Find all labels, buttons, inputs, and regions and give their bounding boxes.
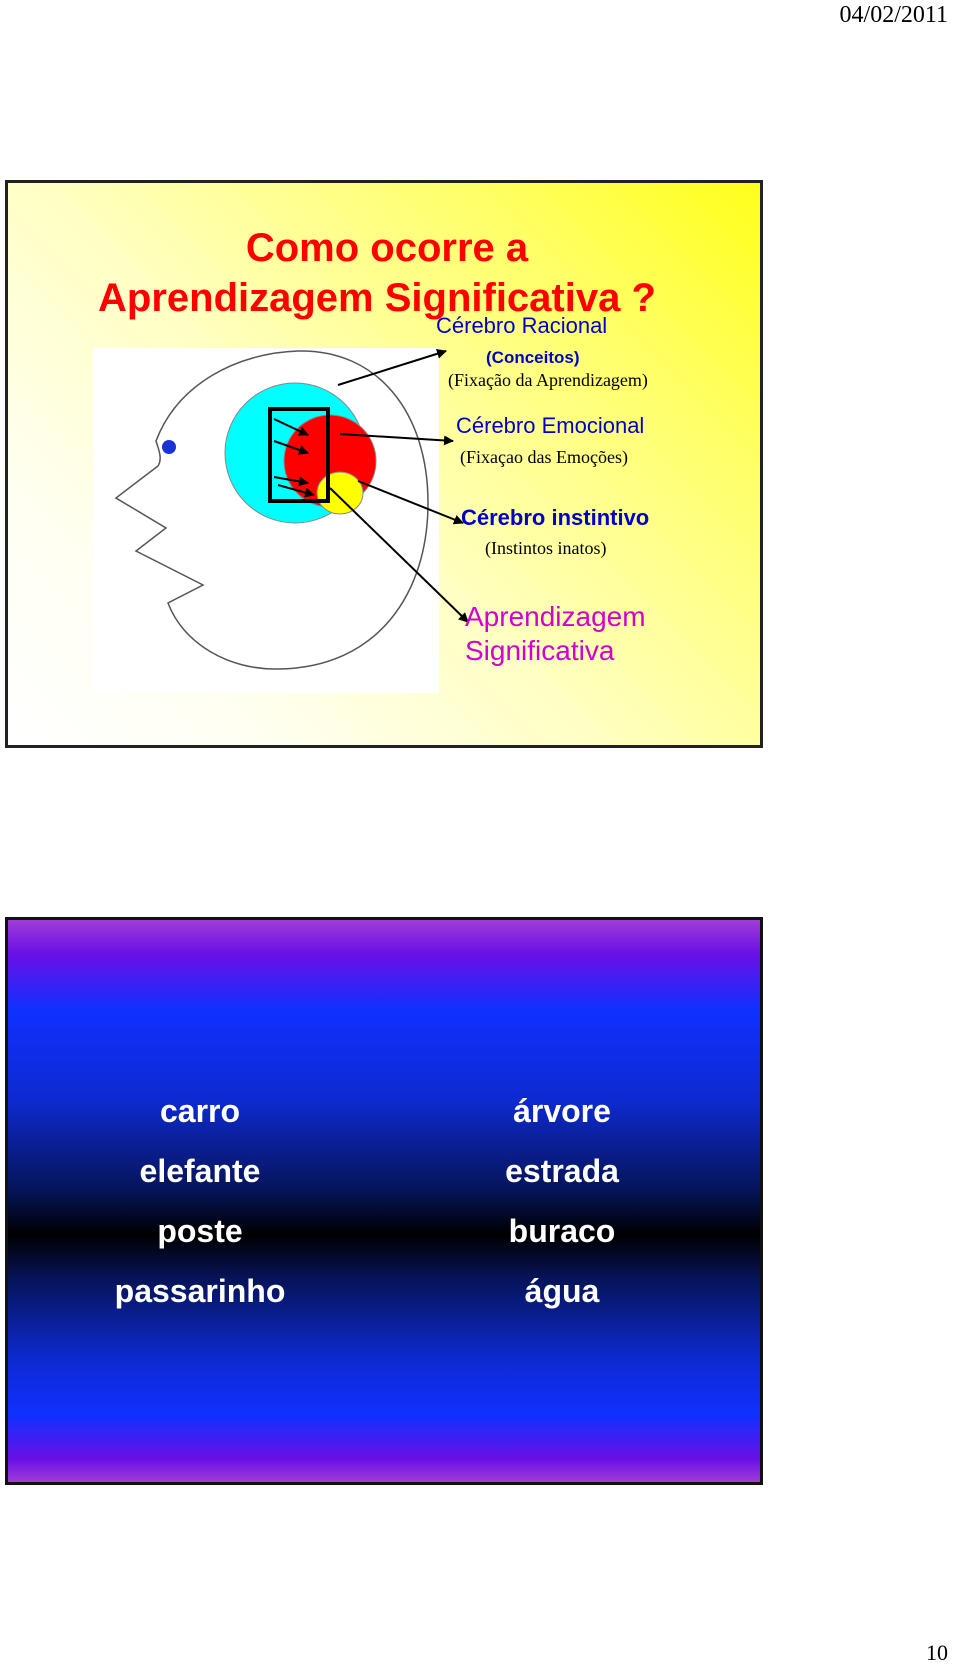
word-left-2: elefante [139, 1153, 261, 1189]
label-fixacao-aprendizagem: (Fixação da Aprendizagem) [448, 370, 648, 390]
slide-aprendizagem-significativa: Como ocorre a Aprendizagem Significativa… [5, 180, 763, 748]
word-left-3: poste [157, 1213, 243, 1249]
arrow-aprendizagem [329, 487, 469, 623]
label-aprendizagem: Aprendizagem [465, 601, 646, 632]
brain-diagram [93, 348, 469, 693]
arrow-racional [337, 348, 447, 386]
word-left-4: passarinho [114, 1273, 286, 1309]
label-cerebro-emocional: Cérebro Emocional [456, 413, 645, 438]
word-right-1: árvore [513, 1093, 611, 1129]
label-instintos-inatos: (Instintos inatos) [485, 538, 607, 558]
arrow-emocional [339, 433, 454, 446]
eye [162, 440, 176, 454]
label-conceitos: (Conceitos) [486, 348, 580, 367]
arrow-instintivo [357, 480, 464, 525]
label-fixacao-emocoes: (Fixaçao das Emoções) [460, 447, 628, 467]
word-right-4: água [524, 1273, 600, 1309]
word-right-2: estrada [505, 1153, 619, 1189]
label-cerebro-instintivo: Cérebro instintivo [461, 505, 650, 530]
word-left-1: carro [159, 1093, 241, 1129]
slide-title-line1: Como ocorre a [245, 226, 529, 270]
word-right-3: buraco [508, 1213, 616, 1249]
slide-title-line2: Aprendizagem Significativa ? [98, 276, 656, 320]
slide-word-list: carro elefante poste passarinho árvore e… [5, 917, 763, 1485]
label-significativa: Significativa [465, 635, 615, 666]
page-number: 10 [926, 1640, 948, 1665]
focus-rectangle [268, 407, 330, 503]
instinctive-brain-circle [316, 471, 364, 515]
label-cerebro-racional: Cérebro Racional [436, 313, 608, 338]
page-date: 04/02/2011 [839, 2, 948, 28]
head-outline [114, 350, 429, 670]
